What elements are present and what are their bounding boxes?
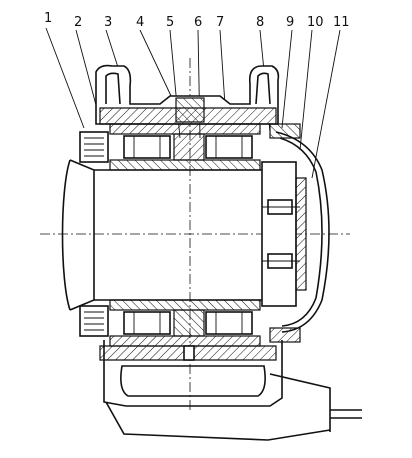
side-frame	[103, 340, 362, 441]
callout-label-9: 9	[286, 15, 294, 30]
callout-label-1: 1	[44, 11, 52, 26]
callout-label-3: 3	[104, 15, 112, 30]
callout-label-7: 7	[216, 15, 224, 30]
callout-label-8: 8	[256, 15, 264, 30]
upper-housing	[95, 64, 280, 125]
upper-bearing	[79, 123, 261, 171]
end-cap	[261, 123, 330, 343]
callout-label-4: 4	[136, 15, 144, 30]
callout-label-5: 5	[166, 15, 174, 30]
leader-lines	[45, 27, 341, 179]
callout-label-2: 2	[74, 15, 82, 30]
lower-housing	[79, 299, 277, 361]
callout-label-11: 11	[333, 15, 350, 30]
callout-label-10: 10	[307, 15, 324, 30]
callout-label-6: 6	[194, 15, 202, 30]
axle-journal	[61, 159, 262, 311]
callout-numbers: 1 2 3 4 5 6 7 8 9 10 11	[44, 11, 350, 30]
